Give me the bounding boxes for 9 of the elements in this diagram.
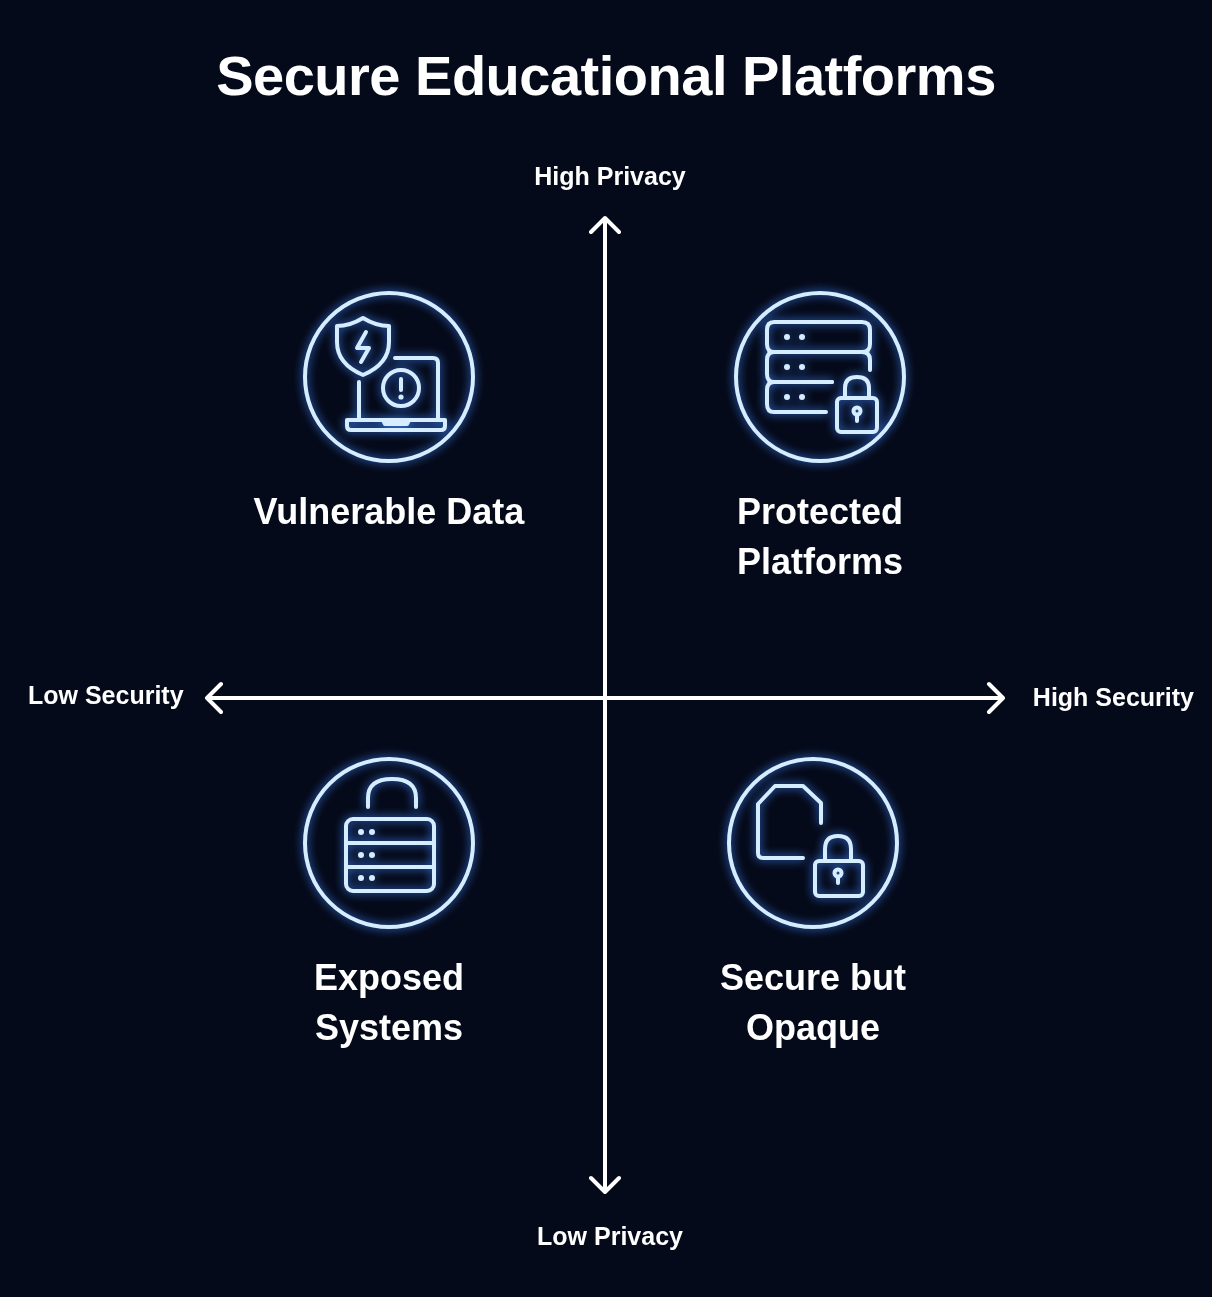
quadrant-label: Secure but Opaque — [718, 956, 907, 1050]
axis-label: Low Privacy — [537, 1221, 683, 1251]
quadrant-label: Exposed Systems — [312, 956, 465, 1050]
axis-label: High Privacy — [534, 161, 686, 191]
axis-label: High Security — [1032, 682, 1194, 712]
quadrant-label: Protected Platforms — [735, 490, 904, 584]
title: Secure Educational Platforms — [216, 42, 996, 108]
quadrant-label: Vulnerable Data — [253, 490, 525, 534]
axis-label: Low Security — [28, 680, 184, 710]
